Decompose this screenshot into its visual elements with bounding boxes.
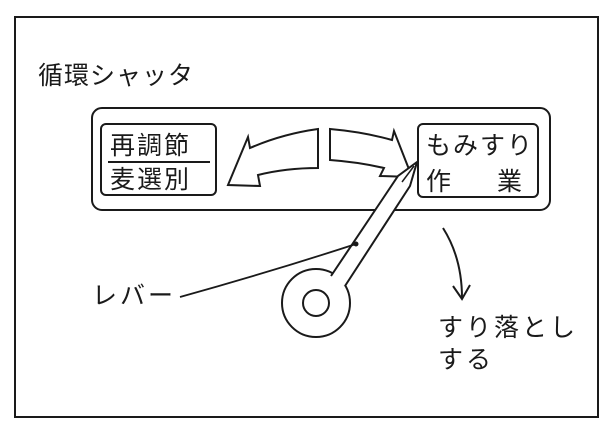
left-mode-bottom-label: 麦選別 <box>110 165 192 194</box>
right-mode-bottom-right-label: 業 <box>497 167 524 196</box>
drop-note-line-2: する <box>438 345 495 374</box>
left-mode-top-label: 再調節 <box>110 131 192 160</box>
lever-center-line <box>401 165 415 183</box>
drop-note-line-1: すり落とし <box>438 313 579 342</box>
right-mode-top-label: もみすり <box>426 131 535 160</box>
right-arrow-icon <box>329 127 414 179</box>
lever-pivot-outer <box>281 268 351 338</box>
right-mode-bottom-left-label: 作 <box>426 167 453 196</box>
drop-arrow-line <box>442 227 463 299</box>
lever-shaft <box>330 159 419 287</box>
lever-pivot-icon <box>302 289 330 317</box>
shutter-panel <box>91 107 551 211</box>
lever-leader-line <box>179 243 357 298</box>
diagram-title: 循環シャッタ <box>38 61 195 90</box>
left-mode-box <box>100 123 217 196</box>
drop-arrow-icon <box>452 284 471 301</box>
lever-label: レバー <box>92 281 177 310</box>
left-arrow-icon <box>226 127 319 188</box>
outer-frame <box>14 16 599 418</box>
